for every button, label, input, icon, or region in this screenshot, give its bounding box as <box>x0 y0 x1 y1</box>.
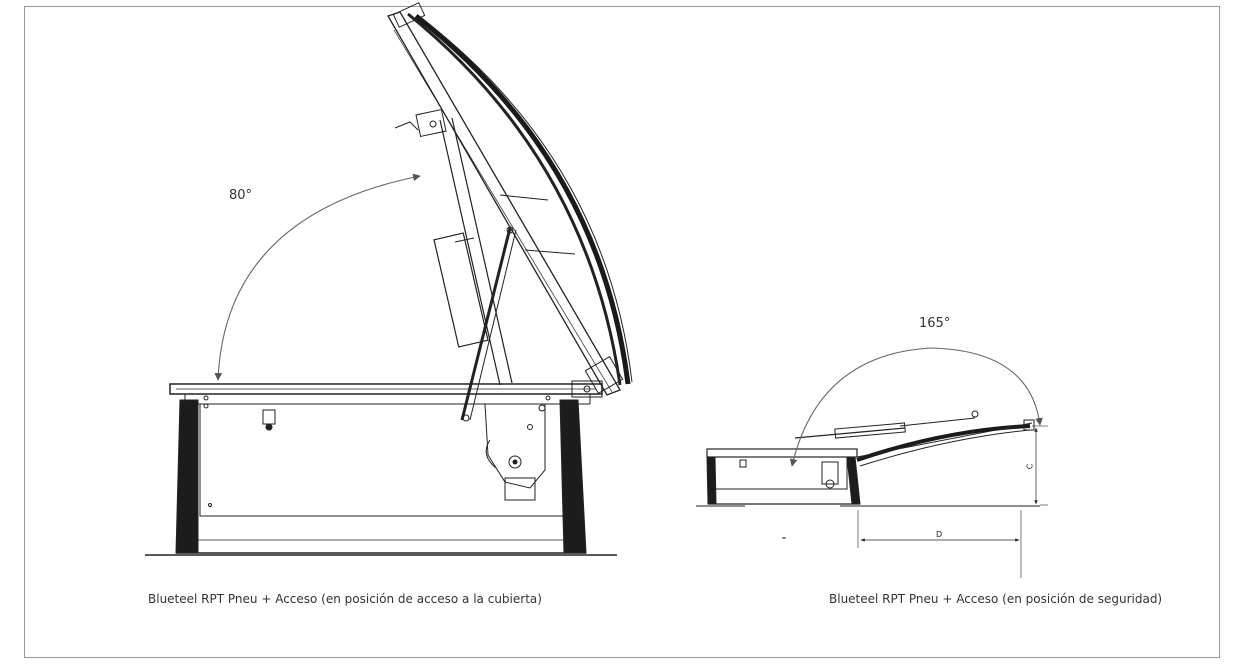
dimension-c-label: C <box>1025 463 1035 470</box>
angle-label-80: 80° <box>229 188 253 203</box>
dimension-d-label: D <box>936 530 943 539</box>
caption-safety-position: Blueteel RPT Pneu + Acceso (en posición … <box>829 592 1163 606</box>
hatch-access-position-drawing <box>145 2 633 556</box>
drawing-frame <box>24 6 1220 658</box>
hatch-safety-position-drawing <box>696 347 1048 578</box>
caption-access-position: Blueteel RPT Pneu + Acceso (en posición … <box>148 592 542 606</box>
angle-label-165: 165° <box>919 316 951 331</box>
